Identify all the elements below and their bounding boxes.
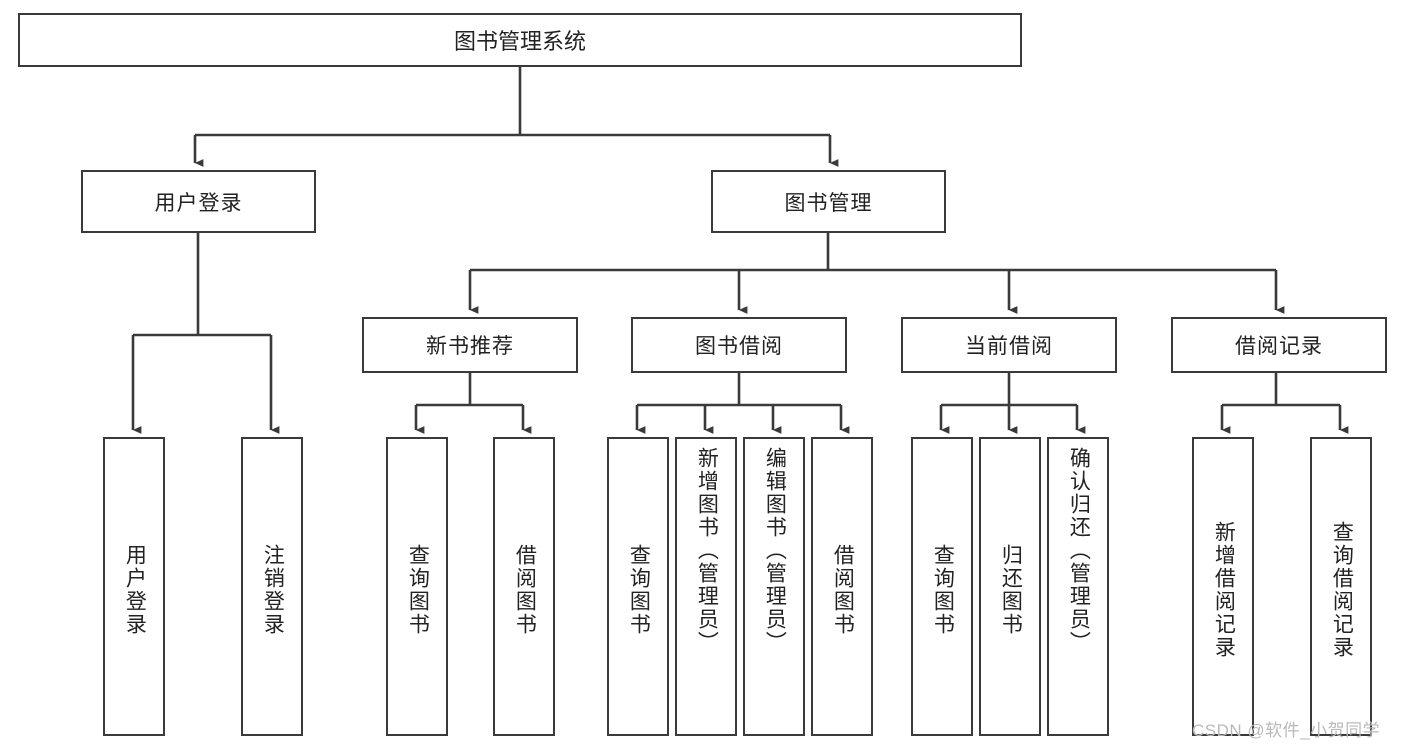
leaf-query-book-2-label: 查询图书 [627, 543, 651, 636]
leaf-query-book-2[interactable]: 查询图书 [607, 437, 669, 736]
leaf-user-login[interactable]: 用户登录 [103, 437, 165, 736]
leaf-query-book-3-inner: 查询图书 [913, 445, 971, 734]
leaf-user-login-label: 用户登录 [123, 543, 147, 636]
leaf-borrow-book-2-inner: 借阅图书 [813, 445, 871, 734]
leaf-add-record-label: 新增借阅记录 [1212, 520, 1236, 659]
leaf-borrow-book-1[interactable]: 借阅图书 [493, 437, 555, 736]
leaf-borrow-book-1-label: 借阅图书 [513, 543, 537, 636]
leaf-add-record-inner: 新增借阅记录 [1194, 445, 1252, 734]
leaf-user-logout[interactable]: 注销登录 [241, 437, 303, 736]
leaf-add-record[interactable]: 新增借阅记录 [1192, 437, 1254, 736]
node-root-system[interactable]: 图书管理系统 [18, 13, 1022, 67]
leaf-confirm-return-inner: 确认归还（管理员） [1049, 443, 1107, 736]
node-borrow-record[interactable]: 借阅记录 [1171, 317, 1387, 373]
leaf-return-book-label: 归还图书 [999, 543, 1023, 636]
node-book-manage-label: 图书管理 [784, 191, 873, 215]
node-book-manage[interactable]: 图书管理 [711, 170, 946, 233]
node-current-borrow-label: 当前借阅 [965, 335, 1053, 358]
node-book-borrow[interactable]: 图书借阅 [631, 317, 847, 373]
leaf-confirm-return-label: 确认归还（管理员） [1067, 447, 1091, 654]
node-borrow-record-label: 借阅记录 [1235, 335, 1323, 358]
leaf-query-book-1-inner: 查询图书 [388, 445, 446, 734]
leaf-query-book-1-label: 查询图书 [406, 543, 430, 636]
leaf-edit-book[interactable]: 编辑图书（管理员） [743, 437, 805, 736]
leaf-edit-book-inner: 编辑图书（管理员） [745, 443, 803, 736]
leaf-borrow-book-1-inner: 借阅图书 [495, 445, 553, 734]
leaf-add-book-label: 新增图书（管理员） [695, 447, 719, 654]
leaf-query-record[interactable]: 查询借阅记录 [1310, 437, 1372, 736]
node-root-label: 图书管理系统 [453, 29, 586, 54]
leaf-query-book-3[interactable]: 查询图书 [911, 437, 973, 736]
leaf-query-record-label: 查询借阅记录 [1330, 520, 1354, 659]
leaf-query-book-1[interactable]: 查询图书 [386, 437, 448, 736]
leaf-query-record-inner: 查询借阅记录 [1312, 445, 1370, 734]
leaf-add-book-inner: 新增图书（管理员） [677, 443, 735, 736]
leaf-query-book-2-inner: 查询图书 [609, 445, 667, 734]
leaf-user-login-inner: 用户登录 [105, 445, 163, 734]
leaf-return-book[interactable]: 归还图书 [979, 437, 1041, 736]
leaf-edit-book-label: 编辑图书（管理员） [763, 447, 787, 654]
node-new-book-recommend[interactable]: 新书推荐 [362, 317, 578, 373]
node-user-login[interactable]: 用户登录 [81, 170, 316, 233]
leaf-return-book-inner: 归还图书 [981, 445, 1039, 734]
leaf-borrow-book-2-label: 借阅图书 [831, 543, 855, 636]
csdn-watermark: CSDN @软件_小贺同学 [1192, 721, 1381, 740]
node-user-login-label: 用户登录 [154, 191, 243, 215]
leaf-add-book[interactable]: 新增图书（管理员） [675, 437, 737, 736]
node-book-borrow-label: 图书借阅 [695, 335, 783, 358]
leaf-confirm-return[interactable]: 确认归还（管理员） [1047, 437, 1109, 736]
leaf-borrow-book-2[interactable]: 借阅图书 [811, 437, 873, 736]
leaf-query-book-3-label: 查询图书 [931, 543, 955, 636]
node-new-book-recommend-label: 新书推荐 [426, 335, 514, 358]
leaf-user-logout-inner: 注销登录 [243, 445, 301, 734]
node-current-borrow[interactable]: 当前借阅 [901, 317, 1117, 373]
leaf-user-logout-label: 注销登录 [261, 543, 285, 636]
